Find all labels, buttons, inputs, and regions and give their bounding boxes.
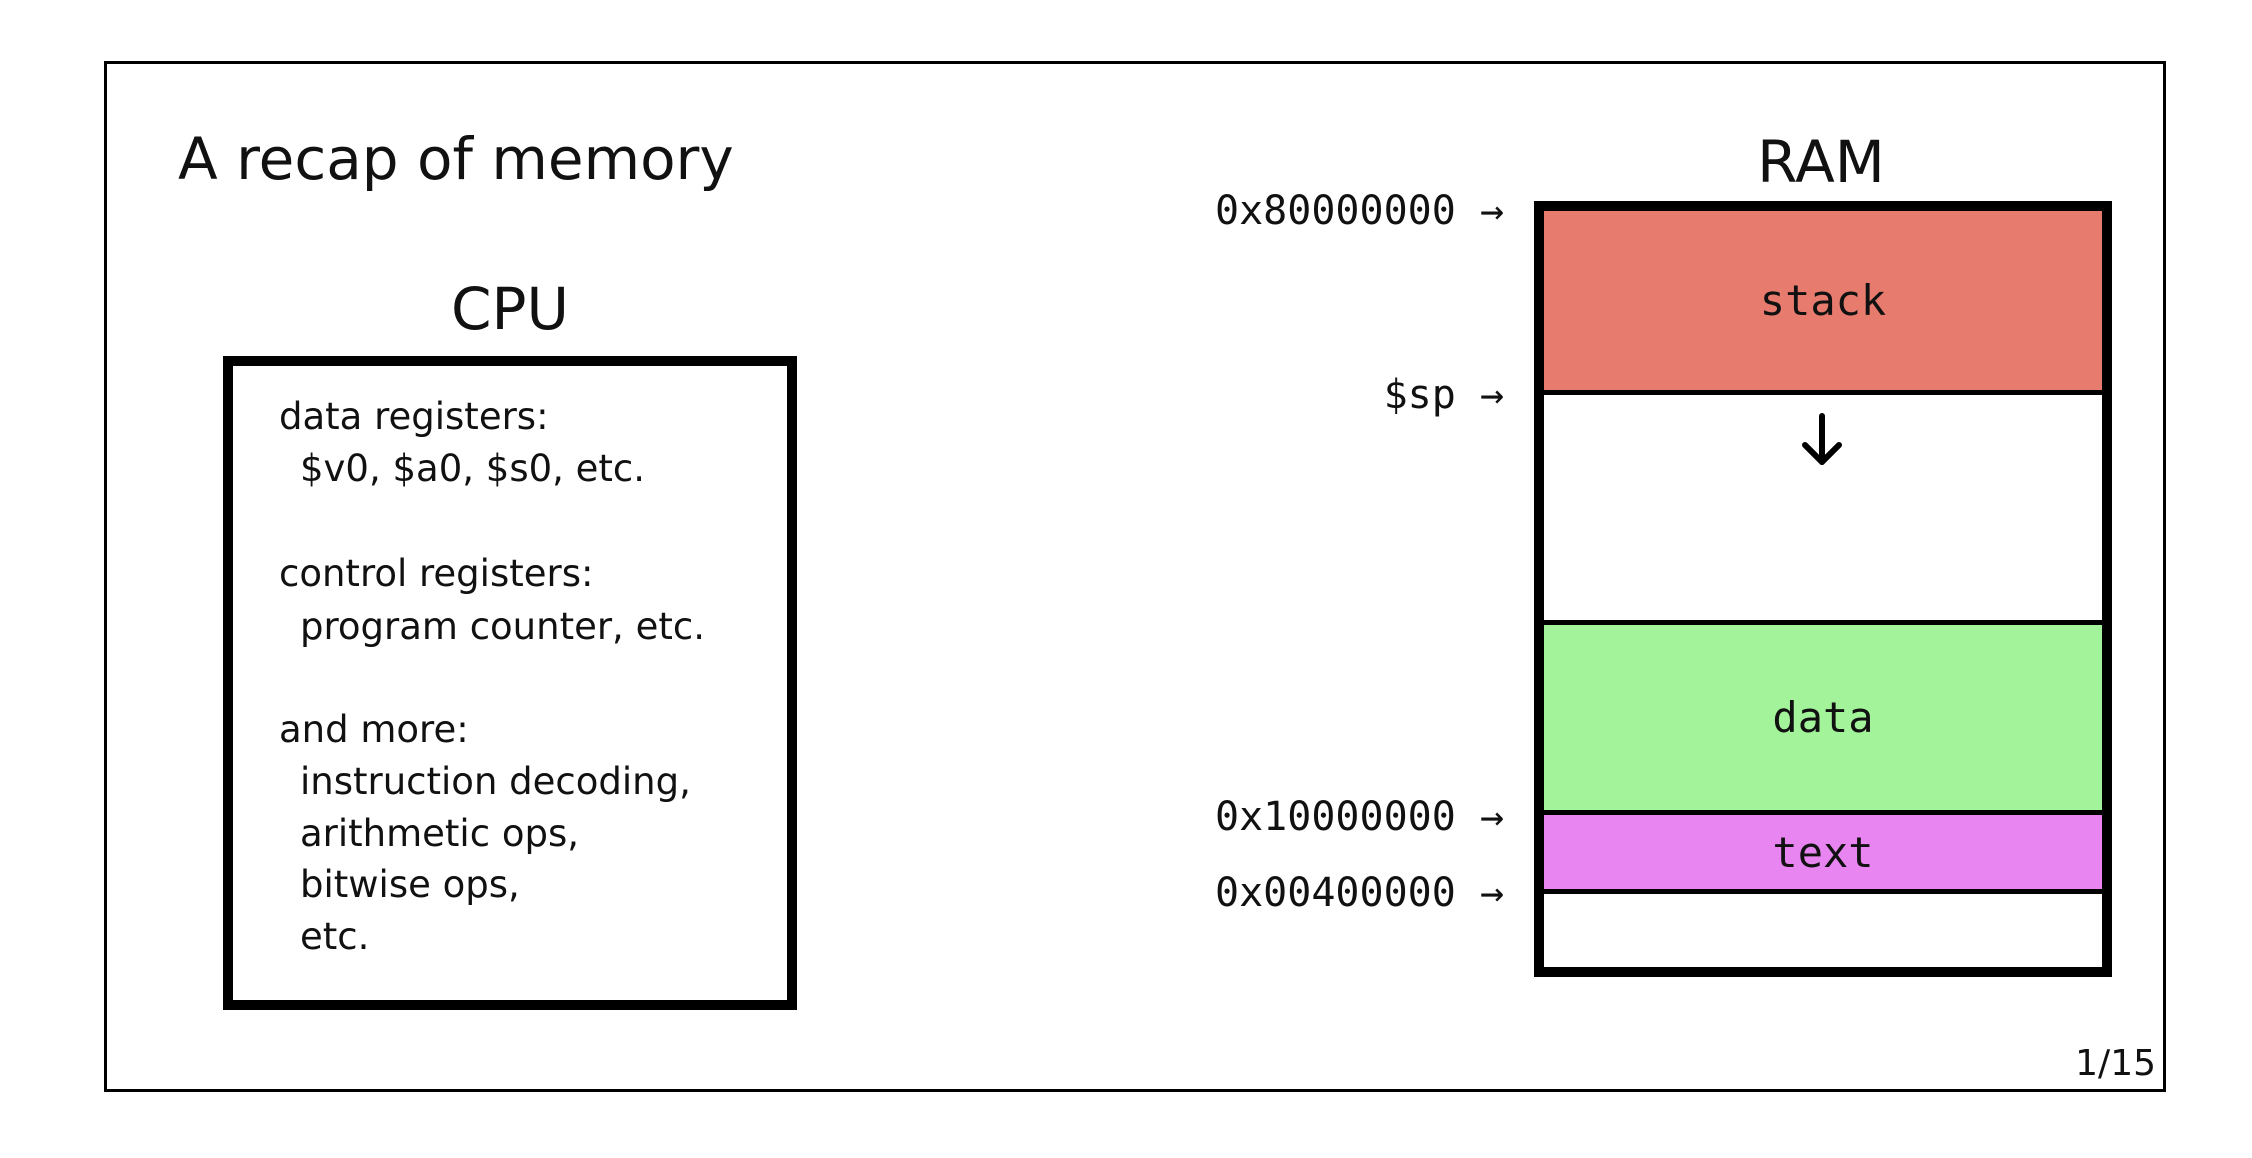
address-label-sp: $sp → [1383,372,1504,418]
ram-segment-text: text [1544,815,2102,894]
cpu-line-instruction-decoding: instruction decoding, [300,760,691,803]
cpu-line-control-registers: control registers: [279,552,594,595]
cpu-box [223,356,797,1010]
cpu-heading: CPU [451,275,569,343]
address-label-data-start: 0x10000000 → [1215,794,1504,840]
ram-segment-text-label: text [1772,827,1874,877]
ram-segment-data: data [1544,625,2102,815]
cpu-line-data-registers-list: $v0, $a0, $s0, etc. [300,447,646,490]
ram-segment-stack: stack [1544,211,2102,395]
address-label-stack-top: 0x80000000 → [1215,188,1504,234]
address-label-text-start: 0x00400000 → [1215,870,1504,916]
cpu-line-etc: etc. [300,915,370,958]
slide-title: A recap of memory [178,125,734,193]
cpu-line-data-registers: data registers: [279,395,549,438]
down-arrow-icon [1802,413,1842,465]
cpu-line-and-more: and more: [279,708,469,751]
ram-heading: RAM [1757,128,1885,196]
cpu-line-control-registers-list: program counter, etc. [300,605,705,648]
page-number: 1/15 [2075,1043,2156,1084]
cpu-line-bitwise-ops: bitwise ops, [300,863,520,906]
ram-segment-stack-label: stack [1759,276,1887,325]
ram-segment-data-label: data [1772,693,1874,742]
cpu-line-arithmetic-ops: arithmetic ops, [300,812,579,855]
